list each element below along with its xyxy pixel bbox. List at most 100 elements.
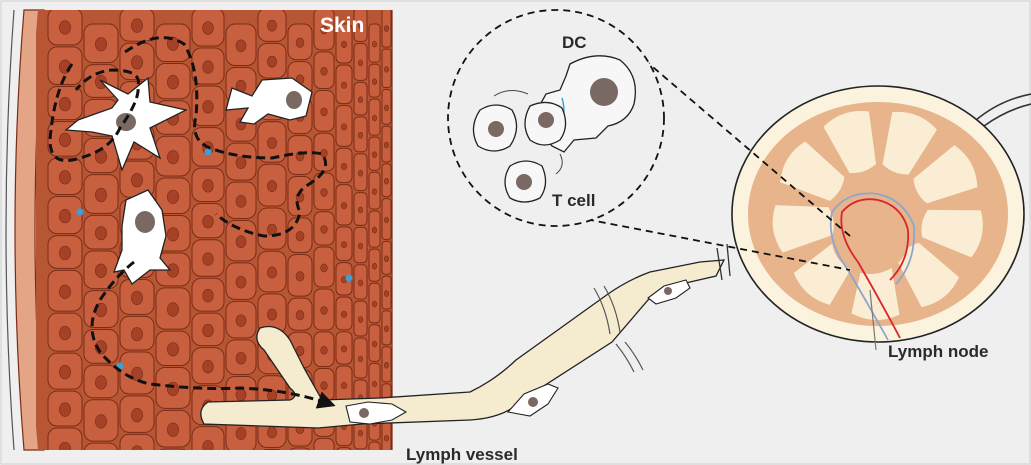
skin-cell-nucleus (167, 228, 178, 242)
skin-cell-nucleus (95, 37, 106, 51)
skin-cell-nucleus (59, 326, 70, 340)
skin-cell-nucleus (203, 61, 214, 74)
antigen-dot (205, 149, 212, 156)
skin-cell-nucleus (372, 41, 376, 47)
dendritic-cell-nucleus (286, 91, 302, 109)
skin-cell-nucleus (203, 179, 214, 192)
skin-cell-nucleus (267, 224, 276, 235)
skin-cell-nucleus (384, 105, 388, 111)
skin-cell-nucleus (358, 430, 362, 436)
skin-cell-nucleus (384, 66, 388, 72)
skin-cell-nucleus (267, 181, 276, 192)
skin-cell-nucleus (296, 310, 304, 320)
skin-cell-nucleus (131, 291, 142, 305)
skin-cell-nucleus (131, 173, 142, 187)
skin-cell-nucleus (59, 171, 70, 185)
skin-cell-nucleus (358, 132, 362, 138)
lymph-vessel-label: Lymph vessel (406, 445, 518, 464)
migrating-dendritic-cell-nucleus (664, 287, 672, 295)
skin-cell-nucleus (341, 346, 346, 352)
migrating-dendritic-cell-nucleus (359, 408, 369, 418)
migrating-dendritic-cell-nucleus (528, 397, 538, 407)
skin-cell-nucleus (341, 124, 346, 130)
skin-cell-nucleus (59, 97, 70, 111)
antigen-dot (77, 209, 84, 216)
skin-cell-nucleus (358, 280, 362, 286)
skin-cell-nucleus (358, 60, 362, 66)
skin-cell-nucleus (358, 97, 362, 103)
skin-cell-nucleus (384, 435, 388, 441)
skin-cell-nucleus (167, 343, 178, 357)
skin-cell-nucleus (236, 315, 246, 327)
skin-cell-nucleus (131, 19, 142, 33)
skin-cell-nucleus (321, 225, 328, 233)
skin-cell-nucleus (236, 389, 246, 401)
skin-cell-nucleus (167, 190, 178, 204)
skin-cell-nucleus (372, 381, 376, 387)
skin-cell-nucleus (321, 149, 328, 157)
skin-cell-nucleus (59, 285, 70, 299)
skin-cell-nucleus (384, 26, 388, 32)
skin-cell-nucleus (236, 195, 246, 207)
skin-cell-nucleus (236, 276, 246, 288)
skin-cell-nucleus (372, 79, 376, 85)
skin-cell-nucleus (236, 236, 246, 248)
skin-cell-nucleus (372, 152, 376, 158)
skin-cell-nucleus (131, 408, 142, 422)
skin-cell-nucleus (358, 207, 362, 213)
skin-cell-nucleus (341, 382, 346, 388)
skin-cell-nucleus (131, 327, 142, 341)
skin-cell-nucleus (236, 428, 246, 440)
skin-cell-nucleus (358, 170, 362, 176)
inset-t-cell-nucleus (488, 121, 504, 137)
skin-cell-nucleus (372, 263, 376, 269)
skin-cell-grid (48, 8, 391, 465)
skin-cell-nucleus (296, 231, 304, 241)
skin-cell-nucleus (321, 346, 328, 354)
skin-cell-nucleus (59, 133, 70, 147)
skin-cell-nucleus (341, 41, 346, 47)
skin-cell-nucleus (59, 403, 70, 417)
inset-t-cell-nucleus (516, 174, 532, 190)
skin-cell-nucleus (384, 291, 388, 297)
skin-cell-nucleus (341, 311, 346, 317)
skin-cell-nucleus (267, 20, 276, 31)
skin-cell-nucleus (372, 189, 376, 195)
antigen-dot (346, 275, 353, 282)
skin-cell-nucleus (372, 301, 376, 307)
skin-cell-nucleus (372, 115, 376, 121)
skin-cell-nucleus (167, 382, 178, 396)
skin-cell-nucleus (372, 341, 376, 347)
skin-cell-nucleus (267, 56, 276, 67)
skin-cell-nucleus (236, 352, 246, 364)
skin-cell-nucleus (341, 203, 346, 209)
skin-cell-nucleus (372, 227, 376, 233)
skin-cell-nucleus (358, 356, 362, 362)
skin-cell-nucleus (341, 242, 346, 248)
skin-cell-nucleus (267, 309, 276, 320)
skin-cell-nucleus (321, 264, 328, 272)
skin-cell-nucleus (236, 40, 246, 52)
dendritic-cell-nucleus (135, 211, 155, 233)
skin-cell-nucleus (341, 82, 346, 88)
skin-cell-nucleus (167, 303, 178, 317)
skin-cell-nucleus (95, 188, 106, 202)
skin-cell-nucleus (236, 157, 246, 169)
t-cell-label: T cell (552, 191, 595, 210)
skin-cell-nucleus (384, 362, 388, 368)
lymph-node-label: Lymph node (888, 342, 988, 361)
skin-cell-nucleus (131, 56, 142, 70)
skin-cell-nucleus (321, 67, 328, 75)
skin-cell-nucleus (95, 415, 106, 429)
skin-cell-nucleus (321, 306, 328, 314)
skin-cell-nucleus (203, 289, 214, 302)
skin-cell-nucleus (321, 382, 328, 390)
skin-cell-nucleus (59, 246, 70, 260)
skin-cell-nucleus (384, 178, 388, 184)
skin-cell-nucleus (95, 376, 106, 390)
skin-cell-nucleus (203, 215, 214, 228)
inset-dendritic-cell-nucleus (590, 78, 618, 106)
skin-cell-nucleus (321, 188, 328, 196)
skin-cell-nucleus (384, 326, 388, 332)
